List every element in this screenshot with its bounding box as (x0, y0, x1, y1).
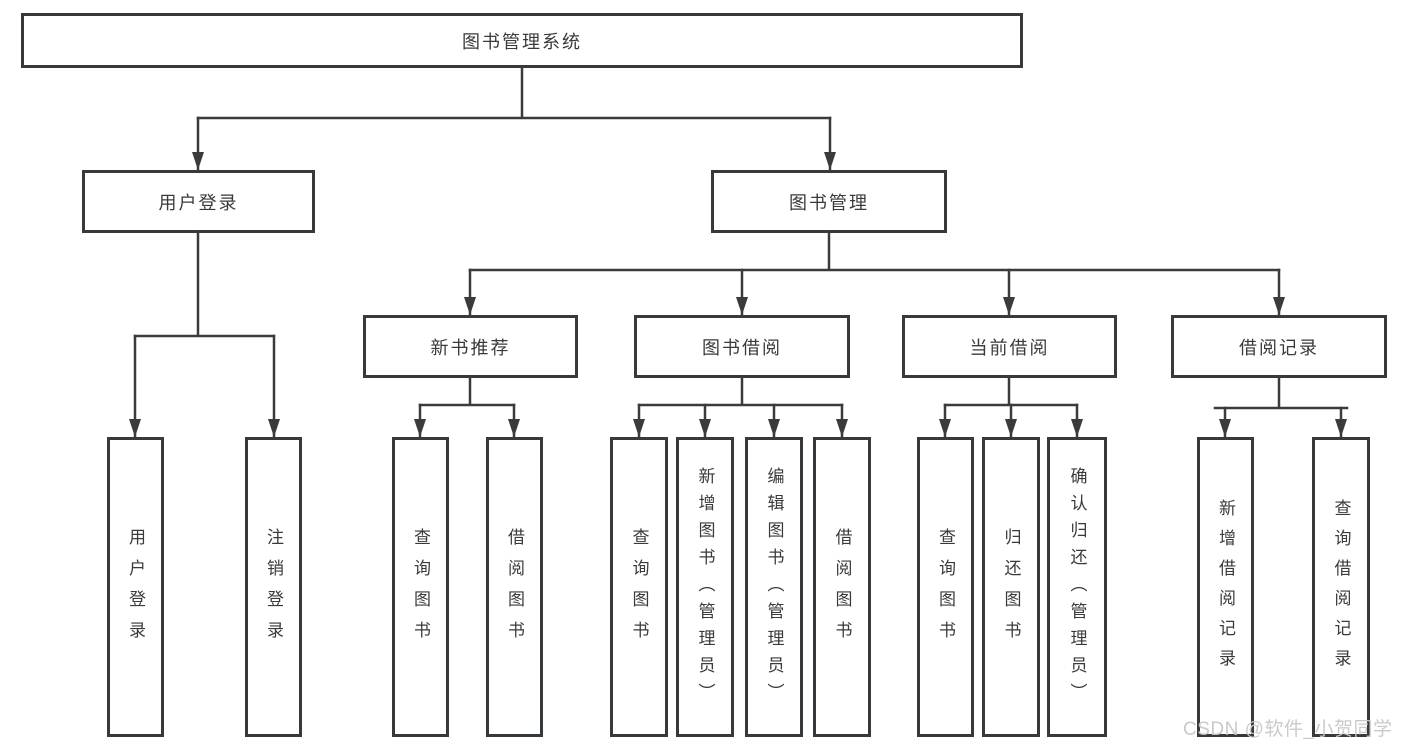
connector-new-book-recommendation (418, 376, 516, 407)
connector-book-management (468, 231, 1281, 272)
node-label: 新书推荐 (430, 337, 511, 358)
leaf-label: 新增借阅记录 (1216, 499, 1235, 679)
leaf-label: 借阅图书 (505, 528, 524, 652)
leaf-edit-books-admin: 编辑图书（管理员） (745, 437, 803, 737)
connector-borrowing-records (1213, 376, 1349, 410)
leaf-add-books-admin: 新增图书（管理员） (676, 437, 734, 737)
node-label: 用户登录 (158, 192, 239, 213)
leaf-query-books-recommend: 查询图书 (392, 437, 449, 737)
node-book-management: 图书管理 (711, 170, 947, 233)
leaf-label: 查询图书 (629, 528, 649, 652)
leaf-label: 用户登录 (126, 528, 145, 652)
node-user-login: 用户登录 (82, 170, 315, 233)
node-label: 图书借阅 (702, 337, 782, 358)
leaf-label: 借阅图书 (832, 528, 852, 652)
leaf-label: 归还图书 (1001, 528, 1021, 652)
node-label: 当前借阅 (969, 337, 1050, 358)
leaf-confirm-return-admin: 确认归还（管理员） (1047, 437, 1107, 737)
leaf-label: 查询借阅记录 (1331, 499, 1351, 679)
connector-root (196, 66, 832, 120)
leaf-label: 查询图书 (936, 528, 955, 652)
leaf-query-books-current: 查询图书 (917, 437, 974, 737)
csdn-watermark: CSDN @软件_小贺同学 (1183, 719, 1393, 740)
node-borrowing-records: 借阅记录 (1171, 315, 1387, 378)
leaf-add-borrow-record: 新增借阅记录 (1197, 437, 1254, 737)
leaf-query-books-borrow: 查询图书 (610, 437, 668, 737)
node-book-borrowing: 图书借阅 (634, 315, 850, 378)
node-new-book-recommendation: 新书推荐 (363, 315, 578, 378)
node-label: 借阅记录 (1239, 337, 1319, 358)
connector-user-login (133, 231, 276, 338)
leaf-label: 确认归还（管理员） (1067, 466, 1087, 710)
leaf-return-books: 归还图书 (982, 437, 1040, 737)
leaf-query-borrow-record: 查询借阅记录 (1312, 437, 1370, 737)
connector-group (129, 66, 1349, 438)
connector-current-borrowing (943, 376, 1079, 407)
leaf-user-login: 用户登录 (107, 437, 164, 737)
leaf-label: 新增图书（管理员） (695, 466, 715, 710)
leaf-label: 编辑图书（管理员） (764, 466, 784, 710)
node-current-borrowing: 当前借阅 (902, 315, 1117, 378)
node-label: 图书管理系统 (462, 31, 582, 52)
node-label: 图书管理 (789, 192, 869, 213)
leaf-label: 注销登录 (264, 528, 283, 652)
leaf-logout-login: 注销登录 (245, 437, 302, 737)
connector-book-borrowing (637, 376, 844, 407)
node-library-management-system: 图书管理系统 (21, 13, 1023, 68)
leaf-label: 查询图书 (411, 528, 430, 652)
leaf-borrow-books: 借阅图书 (813, 437, 871, 737)
leaf-borrow-books-recommend: 借阅图书 (486, 437, 543, 737)
